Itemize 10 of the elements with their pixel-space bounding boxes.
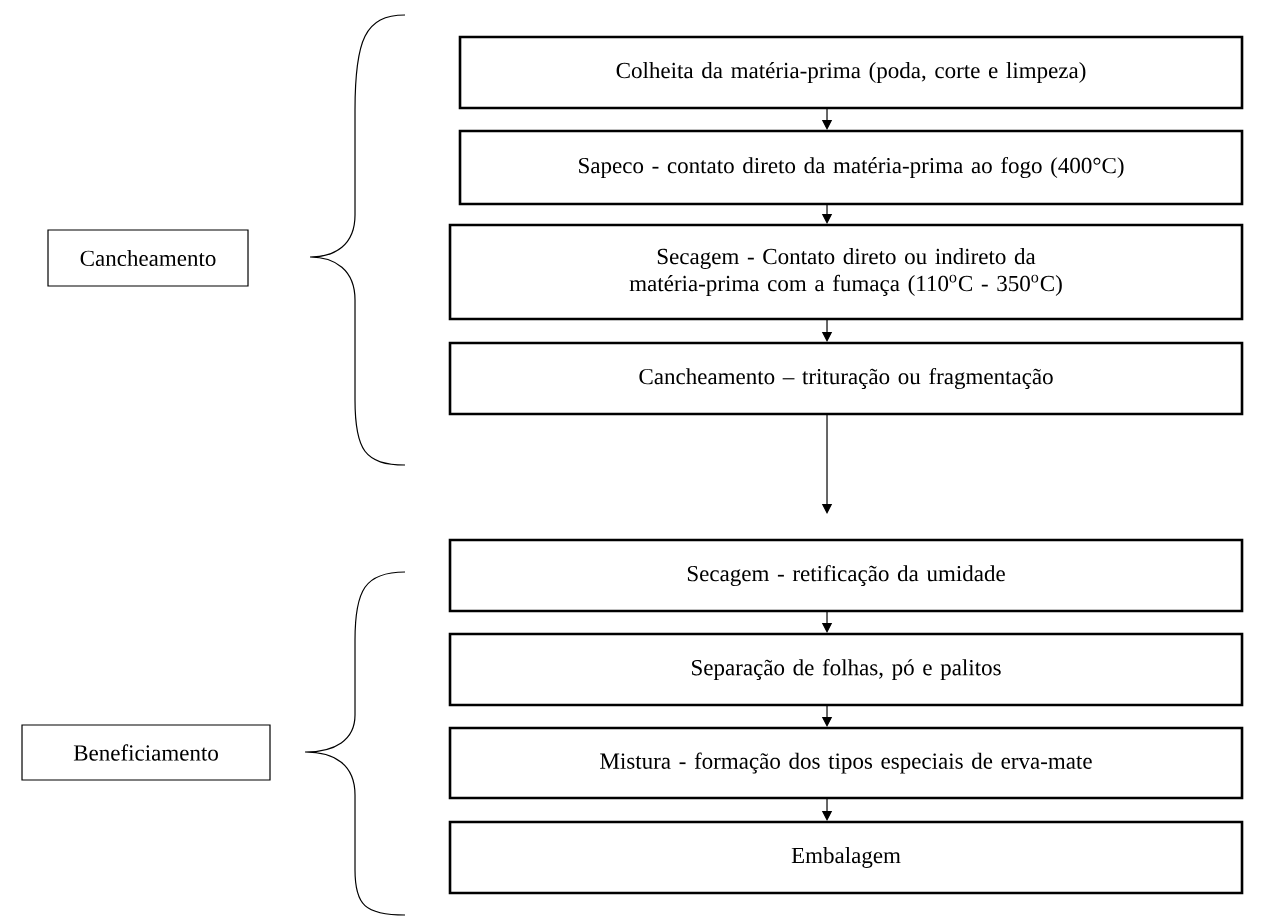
step-box: Sapeco - contato direto da matéria-prima ao fogo (400°C) — [458, 129, 1244, 206]
step-box: Mistura - formação dos tipos especiais de erva-mate — [448, 726, 1244, 800]
stage-box: Cancheamento — [47, 229, 249, 287]
step-box: Separação de folhas, pó e palitos — [448, 632, 1244, 707]
step-box: Secagem - Contato direto ou indireto da matéria-prima com a fumaça (110$^{o}$C - 350$^{o}$C) — [448, 223, 1244, 321]
step-box: Embalagem — [448, 820, 1244, 895]
step-box: Cancheamento – trituração ou fragmentação — [448, 341, 1244, 416]
stage-box: Beneficiamento — [21, 724, 271, 781]
step-box: Colheita da matéria-prima (poda, corte e limpeza) — [458, 35, 1244, 110]
step-box: Secagem - retificação da umidade — [448, 538, 1244, 613]
